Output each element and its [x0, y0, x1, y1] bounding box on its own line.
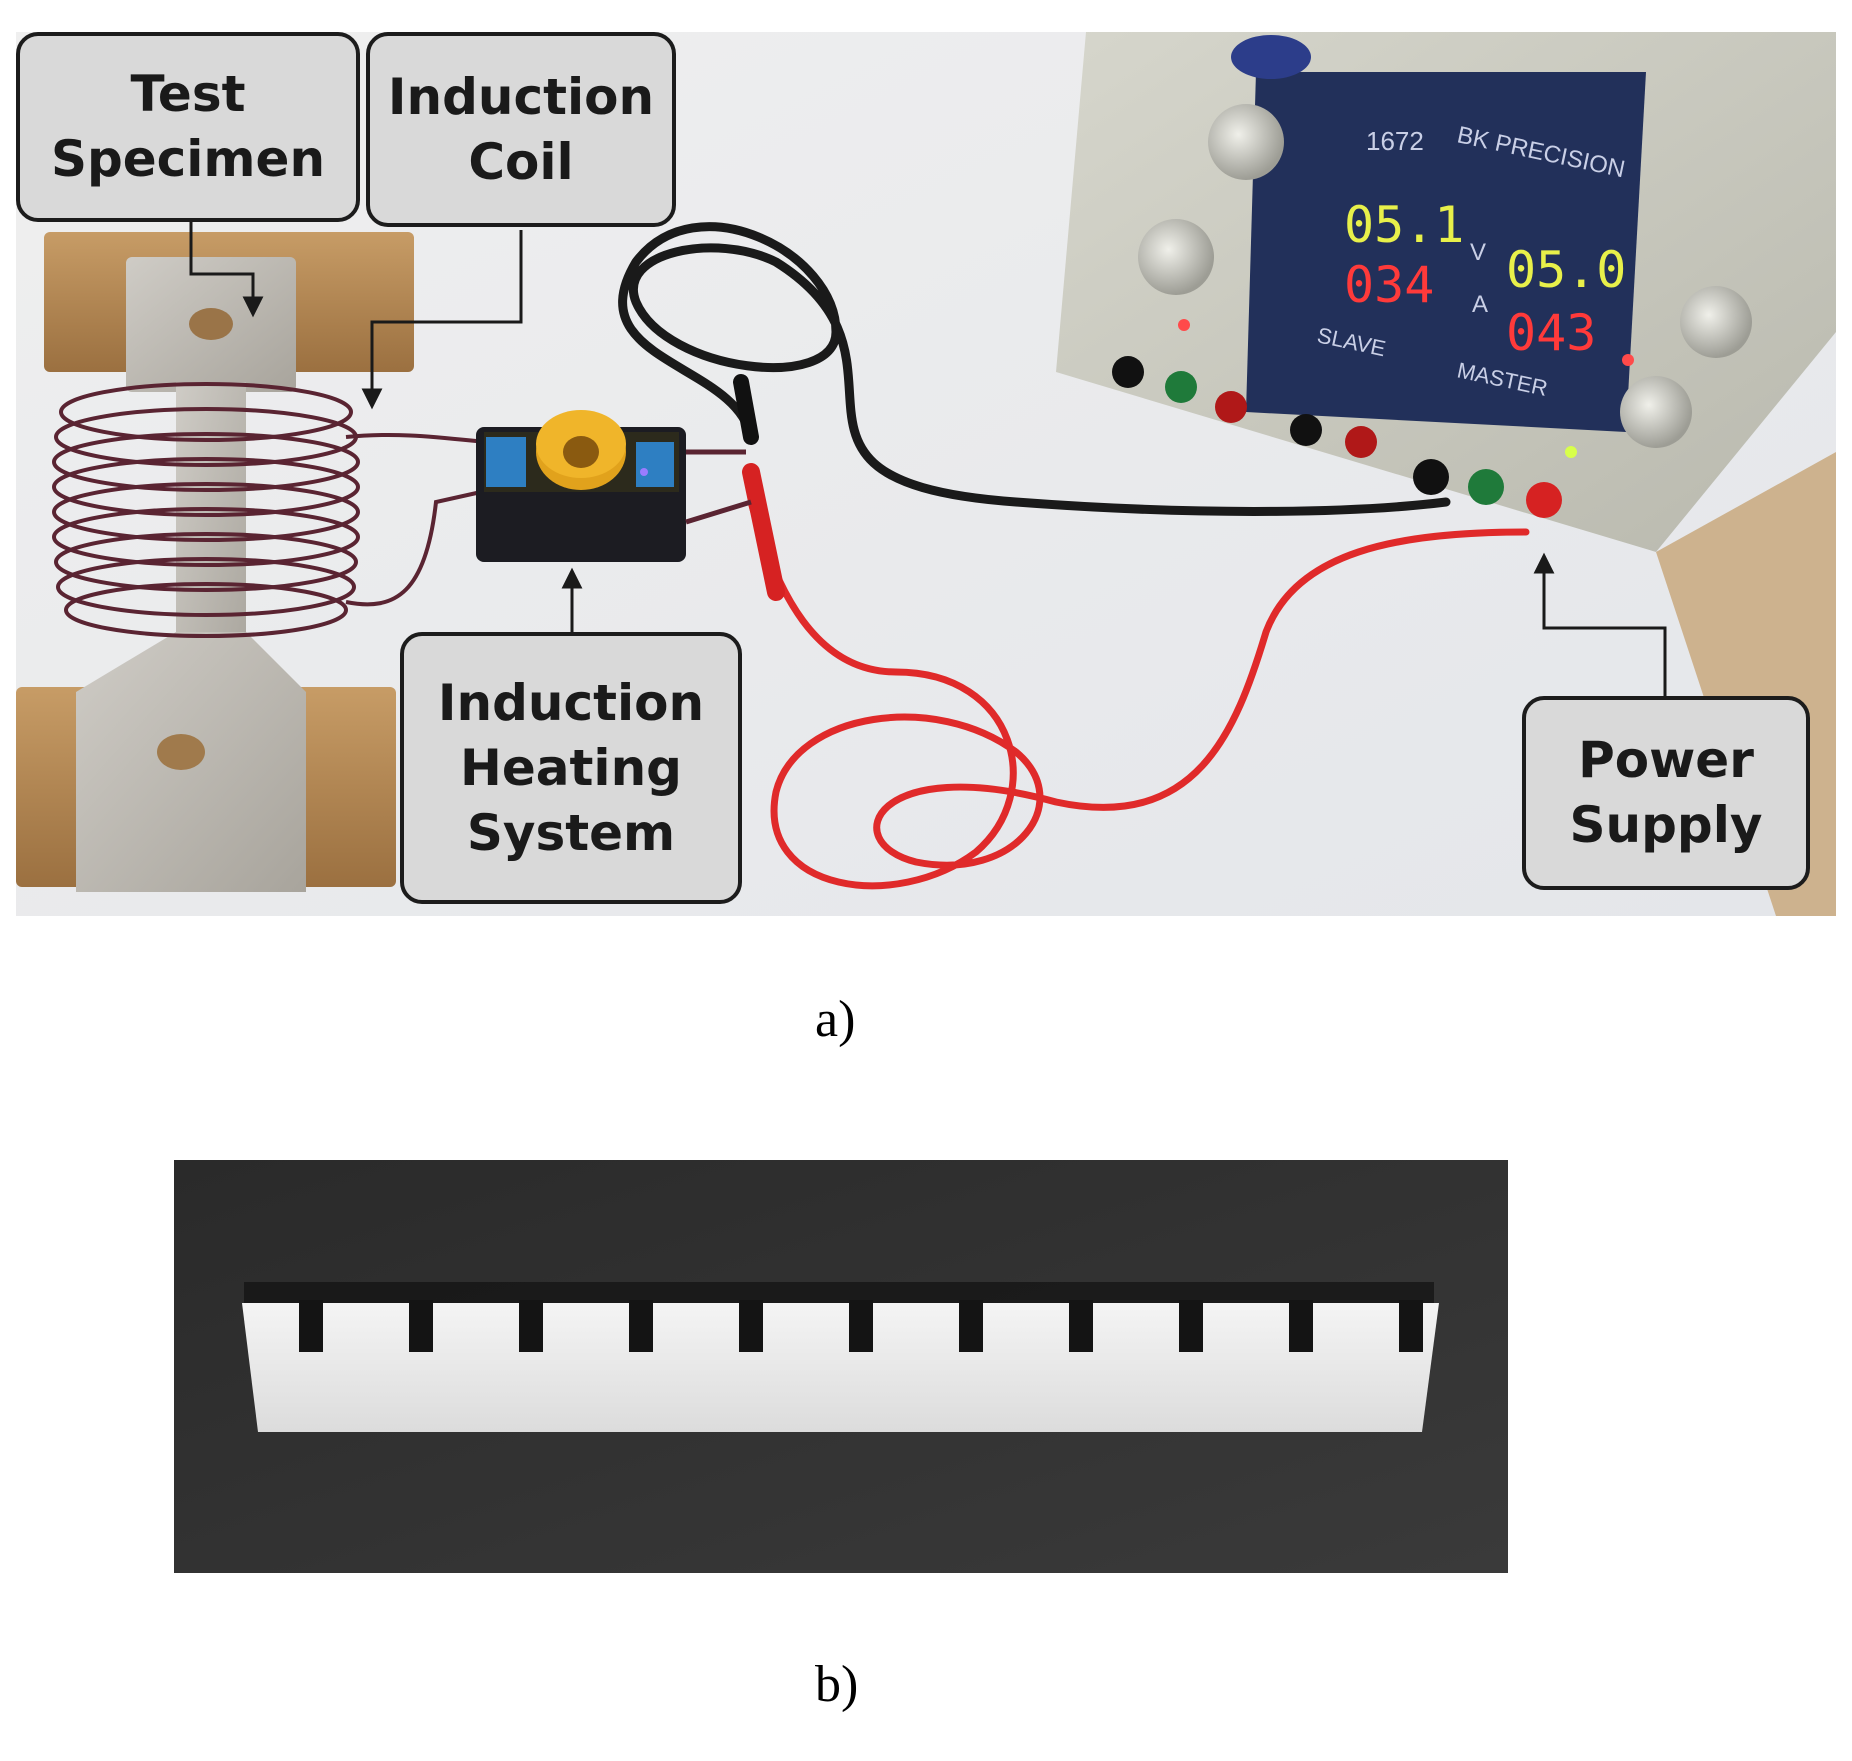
psu-model: 1672 [1366, 126, 1424, 156]
callout-induction-coil: Induction Coil [366, 32, 676, 227]
callout-test-specimen: Test Specimen [16, 32, 360, 222]
specimen-notch [739, 1300, 763, 1352]
red-wire-clip [742, 463, 785, 601]
specimen-notch [409, 1300, 433, 1352]
induction-coil [52, 382, 487, 638]
specimen-notch [299, 1300, 323, 1352]
notched-specimen-scene [174, 1160, 1508, 1573]
arrow-head-specimen [242, 296, 264, 318]
psu-unit-a: A [1472, 291, 1488, 318]
setup-scene: BK PRECISION 1672 05.1 034 V A 05.0 043 … [16, 32, 1836, 916]
photo-notched-specimen [174, 1160, 1508, 1573]
specimen-notch [1069, 1300, 1093, 1352]
specimen-notch [629, 1300, 653, 1352]
specimen-notch [1399, 1300, 1423, 1352]
specimen-notch [519, 1300, 543, 1352]
psu-slave-current: 034 [1344, 256, 1434, 314]
specimen-notches [299, 1300, 1423, 1352]
arrow-head-board [561, 567, 583, 589]
callout-arrows [189, 222, 1667, 696]
psu-master-current: 043 [1506, 304, 1596, 362]
specimen-notch [849, 1300, 873, 1352]
psu-unit-v: V [1470, 239, 1486, 266]
red-wire [747, 498, 1530, 890]
black-wire [618, 222, 1451, 516]
caption-panel-a: a) [815, 991, 856, 1048]
power-supply-unit [1056, 32, 1836, 552]
photo-setup: BK PRECISION 1672 05.1 034 V A 05.0 043 … [16, 32, 1836, 916]
callout-induction-heating-system: Induction Heating System [400, 632, 742, 904]
black-wire-probe [733, 374, 759, 445]
specimen-notch [1289, 1300, 1313, 1352]
psu-slave-voltage: 05.1 [1344, 196, 1464, 254]
specimen-notch [1179, 1300, 1203, 1352]
heating-board [476, 410, 686, 562]
callout-power-supply: Power Supply [1522, 696, 1810, 890]
arrow-head-coil [361, 388, 383, 410]
specimen-notch [959, 1300, 983, 1352]
psu-master-voltage: 05.0 [1506, 241, 1626, 299]
caption-panel-b: b) [815, 1656, 859, 1713]
arrow-head-psu [1533, 552, 1555, 574]
